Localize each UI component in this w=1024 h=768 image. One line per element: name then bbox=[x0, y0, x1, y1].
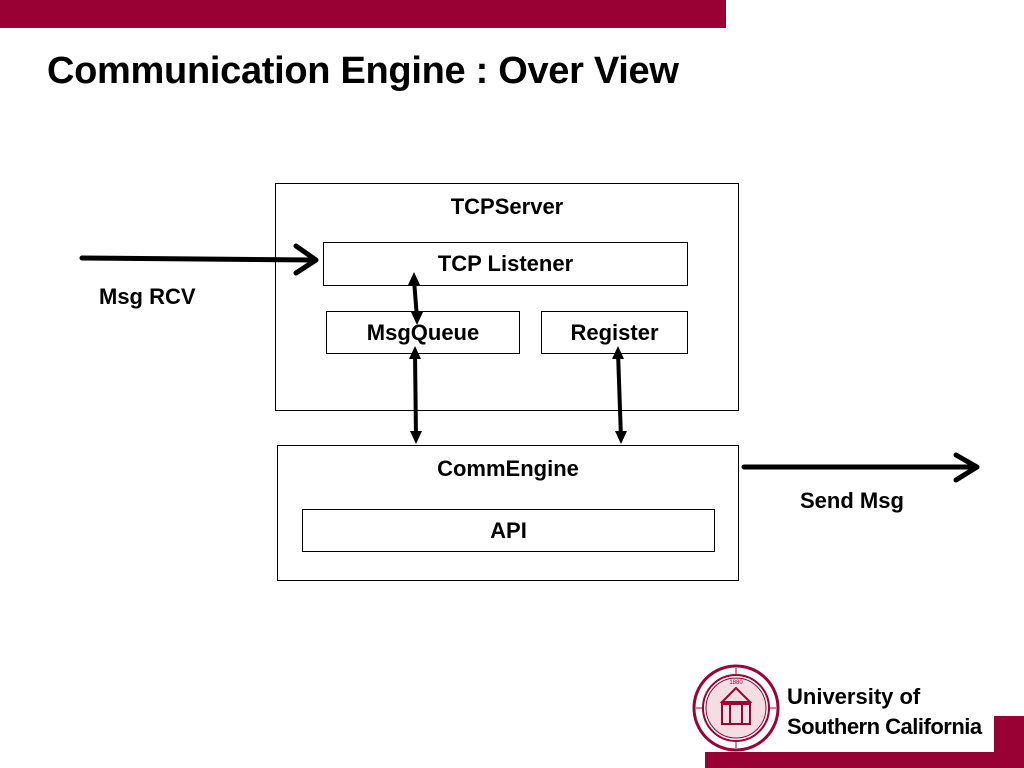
university-seal: 1880 bbox=[692, 664, 780, 752]
tcp-listener-box: TCP Listener bbox=[323, 242, 688, 286]
university-name-line1: University of bbox=[787, 684, 921, 709]
bottom-accent-bar bbox=[705, 752, 1024, 768]
top-accent-bar bbox=[0, 0, 726, 28]
comm-engine-label: CommEngine bbox=[437, 456, 579, 481]
api-box: API bbox=[302, 509, 715, 552]
arrowhead bbox=[410, 431, 422, 444]
seal-year: 1880 bbox=[729, 680, 743, 686]
tcp-server-label: TCPServer bbox=[450, 194, 564, 219]
university-name-line2: Southern California bbox=[787, 714, 982, 739]
register-box: Register bbox=[541, 311, 688, 354]
send-msg-arrow bbox=[741, 452, 980, 483]
msg-rcv-label: Msg RCV bbox=[99, 284, 196, 309]
slide-title: Communication Engine : Over View bbox=[47, 50, 679, 92]
msg-queue-box: MsgQueue bbox=[326, 311, 520, 354]
arrowhead bbox=[615, 431, 627, 444]
send-msg-label: Send Msg bbox=[800, 488, 904, 513]
tcp-server-box: TCPServer bbox=[275, 183, 739, 411]
